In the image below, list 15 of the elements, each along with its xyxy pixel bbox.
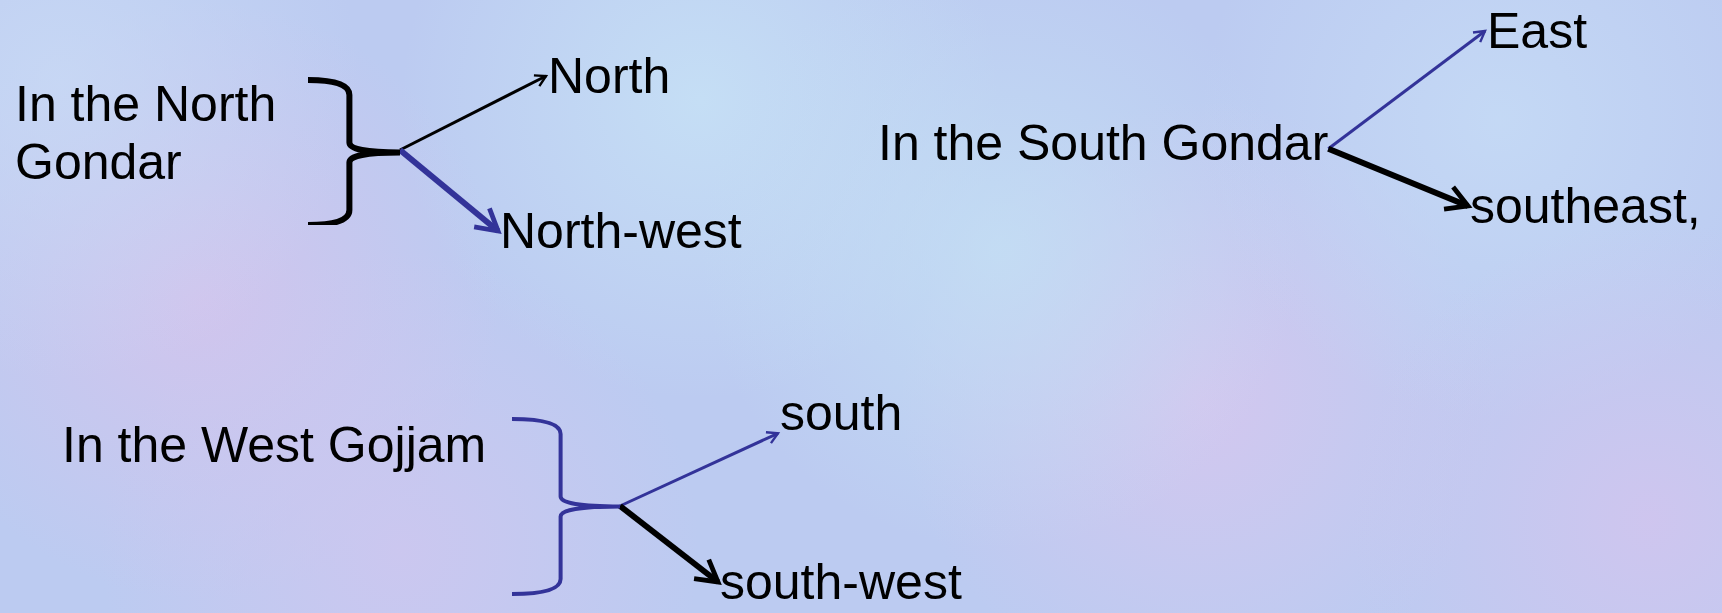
region-label: East <box>1487 2 1588 60</box>
region-label: North <box>548 47 671 105</box>
arrow <box>1327 29 1487 150</box>
region-label: In the North Gondar <box>15 75 278 191</box>
arrow <box>618 503 721 585</box>
region-label: southeast, <box>1470 177 1701 235</box>
arrow <box>619 431 780 508</box>
region-label: North-west <box>500 202 742 260</box>
region-label: south-west <box>720 553 962 611</box>
arrow <box>398 147 501 234</box>
region-label: In the South Gondar <box>878 114 1329 172</box>
region-label: south <box>780 384 903 442</box>
arrow <box>1327 146 1471 212</box>
arrow <box>399 74 548 152</box>
region-label: In the West Gojjam <box>62 416 487 474</box>
